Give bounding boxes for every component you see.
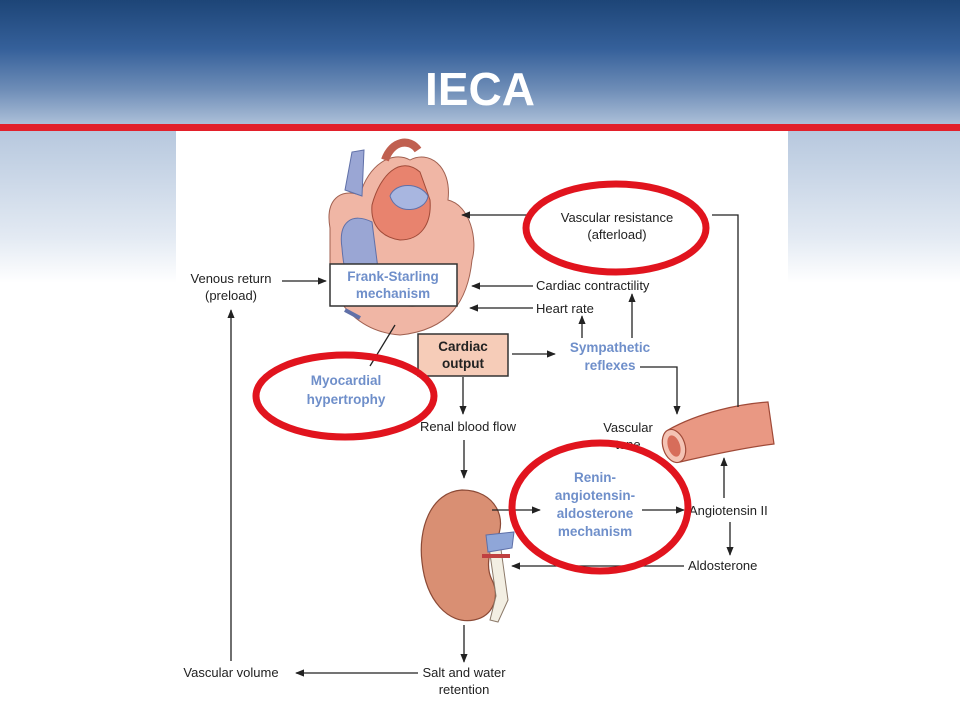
- frank-starling-line1: Frank-Starling: [347, 269, 439, 284]
- venous-return-label: Venous return: [191, 271, 272, 286]
- afterload-label: (afterload): [587, 227, 646, 242]
- kidney-illustration: [420, 489, 515, 623]
- frank-starling-line2: mechanism: [356, 286, 430, 301]
- background-gradient-left: [0, 131, 176, 283]
- red-divider: [0, 124, 960, 131]
- vascular-tone-label: Vascular: [603, 420, 653, 435]
- cardiac-output-line2: output: [442, 356, 484, 371]
- cardiac-output-box: [417, 333, 509, 377]
- circle-myocardial-hypertrophy: [252, 351, 438, 441]
- raas-line3: aldosterone: [557, 506, 634, 521]
- cardiac-contractility-label: Cardiac contractility: [536, 278, 650, 293]
- renal-blood-flow-label: Renal blood flow: [420, 419, 517, 434]
- highlight-circles: [252, 180, 710, 575]
- hypertrophy-label: hypertrophy: [307, 392, 386, 407]
- myocardial-label: Myocardial: [311, 373, 382, 388]
- cardiac-output-line1: Cardiac: [438, 339, 488, 354]
- reflexes-label: reflexes: [584, 358, 635, 373]
- heart-rate-label: Heart rate: [536, 301, 594, 316]
- raas-line1: Renin-: [574, 470, 616, 485]
- background-gradient-right: [788, 131, 960, 283]
- circle-vascular-resistance: [522, 180, 710, 276]
- vascular-volume-label: Vascular volume: [183, 665, 278, 680]
- blood-vessel-illustration: [661, 401, 775, 464]
- circle-raas: [508, 439, 692, 575]
- raas-line2: angiotensin-: [555, 488, 635, 503]
- angiotensin-label: Angiotensin II: [689, 503, 768, 518]
- raas-line4: mechanism: [558, 524, 632, 539]
- salt-water-label: Salt and water: [422, 665, 506, 680]
- aldosterone-label: Aldosterone: [688, 558, 757, 573]
- slide-title: IECA: [425, 63, 535, 115]
- sympathetic-label: Sympathetic: [570, 340, 651, 355]
- vascular-resistance-label: Vascular resistance: [561, 210, 673, 225]
- frank-starling-box: [329, 263, 458, 307]
- preload-label: (preload): [205, 288, 257, 303]
- retention-label: retention: [439, 682, 490, 697]
- title-banner: [0, 0, 960, 128]
